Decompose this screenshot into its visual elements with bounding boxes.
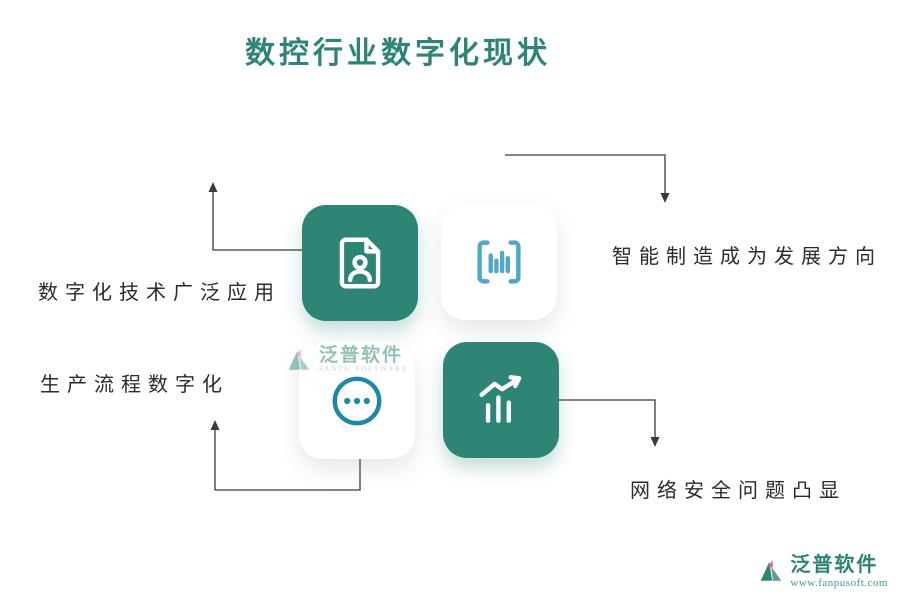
page-title: 数控行业数字化现状 [245, 37, 551, 70]
tile-network-security [443, 342, 559, 458]
bar-chart-scan-icon [477, 240, 521, 284]
fanpu-logo-icon [288, 349, 310, 370]
document-user-icon [339, 237, 381, 289]
bar-chart-arrow-icon [479, 375, 522, 423]
connector-top-left [212, 192, 302, 251]
label-smart-manufacturing-direction: 智能制造成为发展方向 [612, 246, 882, 268]
label-digital-tech-widely-applied: 数字化技术广泛应用 [38, 282, 281, 304]
footer-brand-name: 泛普软件 [790, 554, 879, 577]
footer-branding: 泛普软件 www.fanpusoft.com [758, 554, 888, 590]
fanpu-logo-icon [761, 560, 782, 582]
label-production-process-digitized: 生产流程数字化 [40, 374, 229, 396]
tile-digital-tech [302, 205, 418, 321]
arrow-up-icon [210, 420, 220, 430]
arrow-down-icon [650, 437, 660, 447]
tile-smart-manufacturing [441, 204, 557, 320]
arrow-up-icon [208, 182, 218, 192]
watermark-subtitle: FANPU SOFTWARE [319, 365, 409, 374]
connector-top-right [505, 154, 666, 193]
watermark-brand: 泛普软件 [319, 345, 404, 367]
connector-bottom-right [559, 399, 656, 437]
footer-website: www.fanpusoft.com [790, 577, 888, 590]
ellipsis-circle-icon [332, 376, 382, 426]
label-network-security-issues: 网络安全问题凸显 [630, 480, 846, 502]
center-watermark: 泛普软件 FANPU SOFTWARE [286, 346, 408, 374]
arrow-down-icon [660, 193, 670, 203]
